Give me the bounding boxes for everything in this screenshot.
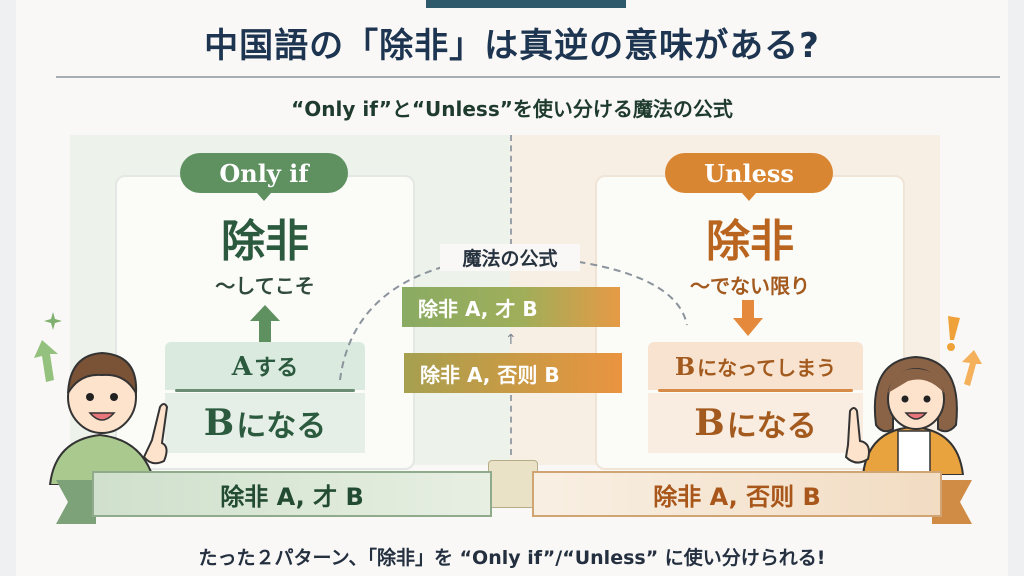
title-divider <box>56 76 1000 78</box>
unless-kanji: 除非 <box>706 216 794 267</box>
unless-gloss: 〜でない限り <box>690 274 810 298</box>
center-dashed-divider <box>510 135 512 245</box>
page-title: 中国語の「除非」は真逆の意味がある? <box>204 26 820 66</box>
condition-text: する <box>254 356 299 381</box>
sparkle-icon <box>44 312 62 330</box>
unless-result-card: B になる <box>648 393 863 453</box>
formula-only-if: 除非 A, 才 B <box>402 287 620 327</box>
condition-text: になってしまう <box>697 355 837 380</box>
letter-b: B <box>694 402 725 444</box>
center-dashed-divider-lower <box>510 395 512 455</box>
result-text: になる <box>236 409 327 444</box>
arrow-up-icon <box>962 350 982 386</box>
girl-character <box>844 355 965 475</box>
only-if-result-card: B になる <box>165 393 365 453</box>
result-text: になる <box>726 409 817 444</box>
top-tab-bar <box>426 0 626 8</box>
exclamation-icon <box>947 316 960 351</box>
only-if-condition-card: A する <box>165 342 365 390</box>
letter-b: B <box>203 402 235 444</box>
footer-caption: たった２パターン、「除非」を “Only if”/“Unless” に使い分けら… <box>198 547 826 569</box>
arrow-down-icon <box>733 300 763 336</box>
ribbon-center-fold <box>488 460 538 508</box>
card-divider <box>175 389 355 392</box>
small-arrow-up-icon: ↑ <box>505 332 517 348</box>
magic-formula-label: 魔法の公式 <box>440 244 580 271</box>
only-if-gloss: 〜してこそ <box>215 274 315 298</box>
formula-unless: 除非 A, 否则 B <box>404 353 622 393</box>
arrow-up-icon <box>250 305 280 345</box>
unless-ribbon: 除非 A, 否则 B <box>532 471 942 517</box>
letter-b: B <box>674 351 696 381</box>
unless-bubble: Unless <box>665 153 833 201</box>
letter-a: A <box>231 350 253 382</box>
only-if-bubble: Only if <box>180 153 348 201</box>
page-subtitle: “Only if”と“Unless”を使い分ける魔法の公式 <box>291 97 733 121</box>
dashed-arc <box>339 253 688 381</box>
boy-character <box>48 351 169 485</box>
only-if-kanji: 除非 <box>221 216 309 267</box>
arrow-up-icon <box>34 340 58 382</box>
only-if-ribbon: 除非 A, 才 B <box>92 471 492 517</box>
unless-condition-card: B になってしまう <box>648 342 863 390</box>
card-divider <box>658 389 853 392</box>
